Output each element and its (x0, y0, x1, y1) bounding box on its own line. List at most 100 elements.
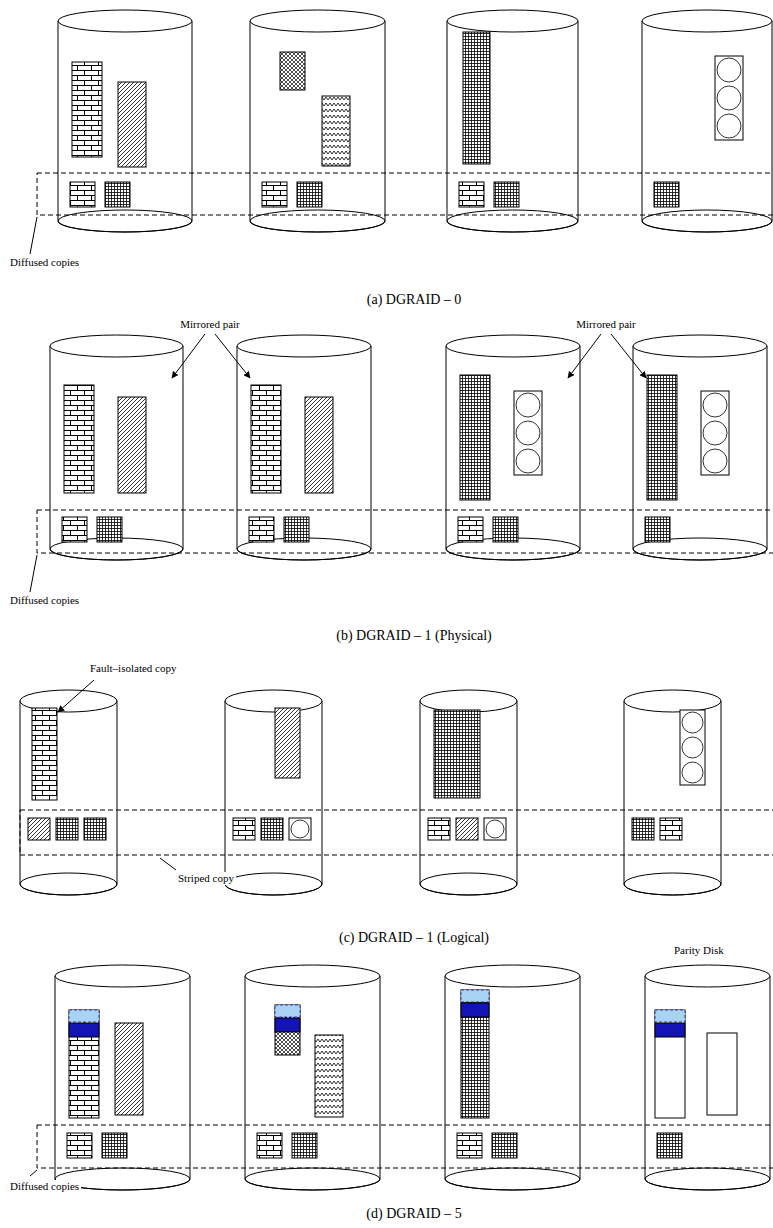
disk-body (445, 976, 580, 1190)
data-block (115, 1023, 143, 1115)
disk-cylinder (250, 10, 385, 232)
diffused-region (37, 1125, 773, 1168)
data-block (484, 818, 506, 840)
callout-label: Striped copy (176, 872, 236, 885)
disk-top (642, 10, 772, 32)
leader-lines (30, 217, 646, 1176)
data-block (632, 818, 654, 840)
block-texture (703, 393, 727, 417)
disk-top (624, 690, 721, 712)
arrow-line (568, 334, 601, 378)
data-block (69, 1010, 99, 1118)
data-block (322, 96, 350, 166)
panel-caption: (d) DGRAID – 5 (364, 1206, 463, 1223)
data-block (305, 397, 333, 493)
data-block (56, 818, 78, 840)
disk-top (50, 335, 183, 357)
disk-cylinder (446, 335, 580, 560)
data-block (70, 182, 95, 207)
data-block (102, 1133, 127, 1158)
data-block (428, 818, 450, 840)
callout-label: Mirrored pair (574, 318, 638, 331)
block-texture (717, 58, 741, 82)
arrow-line (611, 334, 646, 378)
disk-top (446, 335, 580, 357)
disk-top (420, 690, 517, 712)
arrow-line (58, 680, 94, 712)
block-texture (717, 86, 741, 110)
callout-label: Mirrored pair (178, 318, 242, 331)
data-block (262, 182, 287, 207)
data-block (459, 182, 484, 207)
updated-block (655, 1023, 685, 1037)
data-block (460, 375, 490, 500)
data-block (257, 1133, 282, 1158)
raid-panel (37, 10, 773, 232)
data-block (647, 375, 677, 500)
data-block (654, 182, 679, 207)
data-block (28, 818, 50, 840)
block-texture (486, 820, 504, 838)
raid-panel (37, 965, 773, 1190)
data-block (84, 818, 106, 840)
data-block (434, 710, 480, 798)
disk-cylinder (50, 335, 183, 560)
disk-bottom (20, 873, 117, 895)
callout-label: Diffused copies (8, 256, 81, 269)
data-block (118, 397, 146, 493)
block-texture (682, 737, 703, 758)
updated-block (461, 1003, 489, 1017)
data-block (64, 385, 94, 493)
data-block (97, 517, 122, 542)
data-block (457, 1133, 482, 1158)
disk-cylinder (642, 10, 772, 232)
callout-label: Diffused copies (8, 594, 81, 607)
disk-body (633, 346, 767, 560)
leader-line (30, 1170, 37, 1176)
disk-body (420, 701, 517, 895)
disk-body (225, 701, 322, 895)
panel-caption: (c) DGRAID – 1 (Logical) (337, 930, 491, 947)
disk-body (624, 701, 721, 895)
updated-block (461, 990, 489, 1002)
data-block (458, 517, 483, 542)
disk-cylinder (245, 965, 380, 1190)
disk-body (250, 21, 385, 232)
block-texture (717, 114, 741, 138)
disk-body (20, 701, 117, 895)
leader-line (160, 858, 176, 870)
disk-cylinder (225, 690, 322, 895)
arrow-line (215, 334, 250, 378)
data-block (645, 517, 670, 542)
disk-cylinder (447, 10, 578, 232)
disk-top (633, 335, 767, 357)
disk-top (58, 10, 192, 32)
data-block (280, 52, 305, 90)
block-texture (703, 421, 727, 445)
diffused-region (37, 173, 773, 215)
data-block (461, 990, 489, 1118)
disk-bottom (645, 1168, 770, 1190)
data-block (289, 818, 311, 840)
disk-bottom (642, 210, 772, 232)
data-block (463, 32, 490, 164)
updated-block (275, 1018, 300, 1032)
disk-cylinder (20, 690, 117, 895)
block-texture (516, 393, 540, 417)
disk-cylinder (624, 690, 721, 895)
block-texture (516, 421, 540, 445)
callout-label: Parity Disk (672, 944, 726, 957)
data-block (680, 710, 705, 785)
disk-bottom (447, 210, 578, 232)
data-block (315, 1035, 343, 1117)
disk-top (447, 10, 578, 32)
disk-top (250, 10, 385, 32)
data-block (32, 708, 57, 800)
callout-label: Fault–isolated copy (88, 662, 178, 675)
panel-caption: (a) DGRAID – 0 (365, 292, 463, 309)
data-block (660, 818, 682, 840)
data-block (514, 391, 542, 475)
data-block (275, 1005, 300, 1055)
diffused-region (37, 510, 773, 553)
